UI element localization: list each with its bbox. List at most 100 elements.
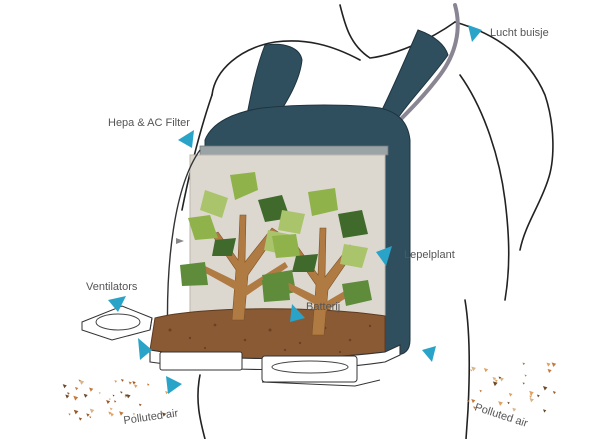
ventilator-unit (81, 305, 153, 341)
left-arm-outline (181, 94, 213, 211)
tree-right (262, 188, 372, 336)
pollution-particle (498, 401, 503, 406)
left-shoulder-outline (211, 40, 361, 96)
pollution-particle (86, 413, 90, 417)
pollution-particle (62, 384, 67, 389)
pollution-particle (499, 377, 504, 382)
pollution-particle (529, 397, 534, 403)
pollution-particle (108, 411, 112, 415)
tree-left-leaf (180, 262, 208, 286)
pollution-particle (492, 376, 497, 381)
tree-right-leaf (340, 244, 368, 268)
pollution-particle (512, 407, 517, 412)
pollution-particle (138, 403, 142, 407)
pollution-particle (120, 378, 124, 382)
pollution-particle (132, 412, 136, 416)
pollution-particle (522, 362, 526, 366)
pollution-particle (507, 401, 510, 405)
pollution-particle (89, 416, 92, 419)
pollution-particle (473, 406, 476, 410)
particles-right (466, 362, 557, 413)
filter-strip (199, 145, 389, 156)
pollution-particle (110, 412, 114, 417)
pointer-fan-left (138, 338, 152, 360)
tree-left-leaf (188, 215, 218, 240)
pollution-particle (479, 389, 483, 393)
torso-left-outline (197, 374, 206, 439)
pollution-particle (83, 393, 88, 398)
pollution-particle (471, 366, 477, 372)
right-shoulder-outline (454, 21, 554, 251)
pollution-particle (98, 392, 101, 395)
pollution-particle (522, 382, 525, 385)
pollution-particle (74, 386, 79, 391)
pollution-particle (106, 400, 111, 405)
pollution-particle (529, 395, 532, 399)
label-polluted-air-right: Polluted air (473, 401, 529, 430)
pollution-particle (547, 368, 552, 374)
pollution-particle (68, 413, 71, 416)
tree-right-leaf (272, 234, 300, 258)
label-lepelplant: Lepelplant (404, 249, 455, 261)
pollution-particle (146, 383, 150, 386)
backpack-top-flap (204, 104, 411, 356)
right-strap (379, 29, 449, 119)
pointer-lucht-buisje (468, 25, 482, 42)
ventilator-plate (81, 305, 153, 341)
pollution-particle (529, 390, 534, 396)
left-strap (244, 43, 303, 126)
pollution-particle (67, 392, 70, 395)
soil-texture (168, 323, 372, 354)
soil-bed (149, 308, 386, 359)
pollution-particle (466, 399, 470, 403)
pollution-particle (79, 380, 85, 385)
pollution-particle (494, 379, 498, 383)
pollution-particle (132, 381, 136, 385)
pollution-particle (551, 362, 557, 367)
pollution-particle (65, 394, 70, 399)
pollution-particle (73, 395, 79, 401)
torso-right-outline (464, 299, 471, 439)
pollution-particle (546, 362, 551, 367)
pointers (108, 25, 482, 394)
pointer-polluted-left (166, 376, 182, 394)
tree-left-leaf (200, 190, 228, 218)
pointer-lepelplant (376, 246, 392, 266)
fan-tray-right (261, 355, 358, 383)
pointer-ventilators (108, 296, 126, 312)
pollution-particle (542, 409, 547, 413)
pollution-particle (78, 379, 81, 382)
pollution-particle (536, 394, 540, 398)
label-polluted-air-left: Polluted air (123, 407, 180, 427)
tree-left-leaf (230, 172, 258, 200)
tree-right-leaf (342, 280, 372, 306)
pollution-particle (492, 381, 498, 387)
pollution-particle (112, 394, 115, 397)
tree-right-leaf (278, 210, 305, 234)
pollution-particle (542, 386, 548, 391)
particles-left (62, 378, 169, 421)
pollution-particle (120, 391, 123, 394)
pollution-particle (113, 400, 117, 403)
fan-tray-bottom (261, 379, 381, 387)
pollution-particle (73, 409, 79, 415)
pollution-particle (498, 376, 502, 380)
air-tube (393, 3, 460, 127)
tree-right-leaf (308, 188, 338, 216)
label-batterij: Batterij (306, 301, 340, 313)
tree-left-leaf (212, 238, 236, 256)
right-arm-outline (459, 74, 510, 301)
label-hepa-filter: Hepa & AC Filter (108, 117, 190, 129)
pollution-particle (165, 390, 169, 395)
pollution-particle (530, 394, 533, 397)
tree-right-leaf (292, 254, 318, 272)
pollution-particle (78, 417, 83, 421)
pollution-particle (470, 369, 473, 372)
ventilator-fan (95, 313, 141, 331)
pollution-particle (89, 387, 94, 392)
pollution-particle (89, 408, 95, 414)
tree-right-branch-low (280, 280, 318, 305)
pollution-particle (126, 394, 131, 399)
dome-marker (176, 238, 184, 244)
